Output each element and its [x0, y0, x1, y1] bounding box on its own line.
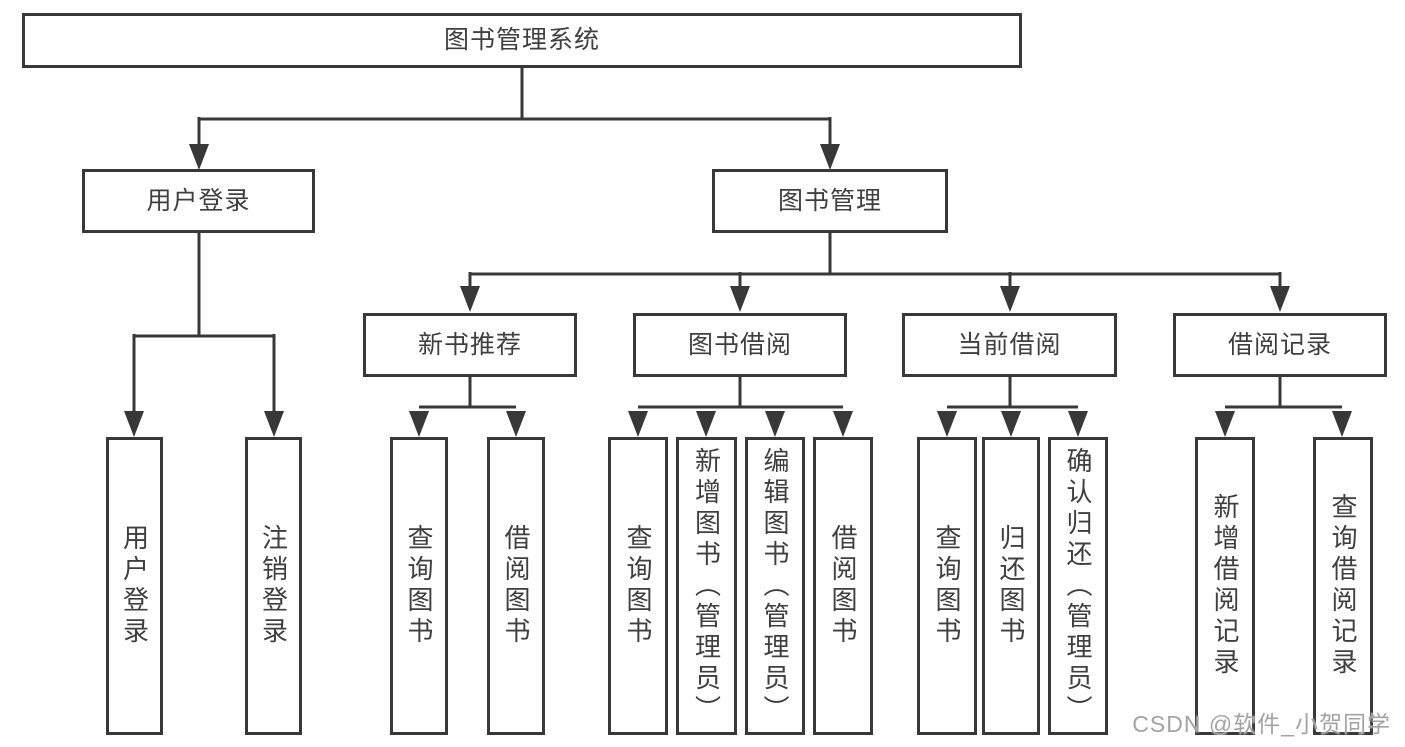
leaf-query-books-recommend: 查询图书 [390, 437, 448, 735]
leaf-borrow-books: 借阅图书 [813, 437, 873, 735]
leaf-query-borrow-record: 查询借阅记录 [1313, 437, 1373, 735]
leaf-add-book-admin-label: 新增图书（管理员） [691, 446, 722, 726]
node-book-borrowing: 图书借阅 [633, 313, 847, 377]
leaf-add-borrow-record-label: 新增借阅记录 [1210, 493, 1240, 679]
leaf-confirm-return-admin-label: 确认归还（管理员） [1063, 446, 1093, 726]
leaf-user-login: 用户登录 [106, 437, 163, 735]
leaf-query-books-recommend-label: 查询图书 [404, 524, 434, 648]
leaf-return-books-label: 归还图书 [996, 524, 1026, 648]
leaf-borrow-books-recommend: 借阅图书 [487, 437, 545, 735]
leaf-add-book-admin: 新增图书（管理员） [676, 437, 737, 735]
leaf-query-borrow-record-label: 查询借阅记录 [1328, 493, 1358, 679]
leaf-return-books: 归还图书 [982, 437, 1040, 735]
leaf-borrow-books-label: 借阅图书 [828, 524, 858, 648]
leaf-query-books-borrow: 查询图书 [608, 437, 668, 735]
leaf-edit-book-admin: 编辑图书（管理员） [745, 437, 805, 735]
node-user-login: 用户登录 [82, 169, 315, 233]
leaf-confirm-return-admin: 确认归还（管理员） [1048, 437, 1108, 735]
leaf-logout-label: 注销登录 [258, 524, 289, 648]
node-root-system: 图书管理系统 [22, 13, 1022, 68]
leaf-query-books-current: 查询图书 [917, 437, 977, 735]
node-new-book-recommendation: 新书推荐 [363, 313, 577, 377]
node-current-borrowing: 当前借阅 [902, 313, 1117, 377]
leaf-edit-book-admin-label: 编辑图书（管理员） [760, 446, 790, 726]
leaf-query-books-current-label: 查询图书 [932, 524, 962, 648]
leaf-user-login-label: 用户登录 [119, 524, 150, 648]
leaf-query-books-borrow-label: 查询图书 [623, 524, 653, 648]
leaf-add-borrow-record: 新增借阅记录 [1195, 437, 1255, 735]
leaf-logout: 注销登录 [245, 437, 302, 735]
node-borrowing-records: 借阅记录 [1173, 313, 1387, 377]
leaf-borrow-books-recommend-label: 借阅图书 [501, 524, 531, 648]
node-book-management: 图书管理 [712, 169, 948, 233]
